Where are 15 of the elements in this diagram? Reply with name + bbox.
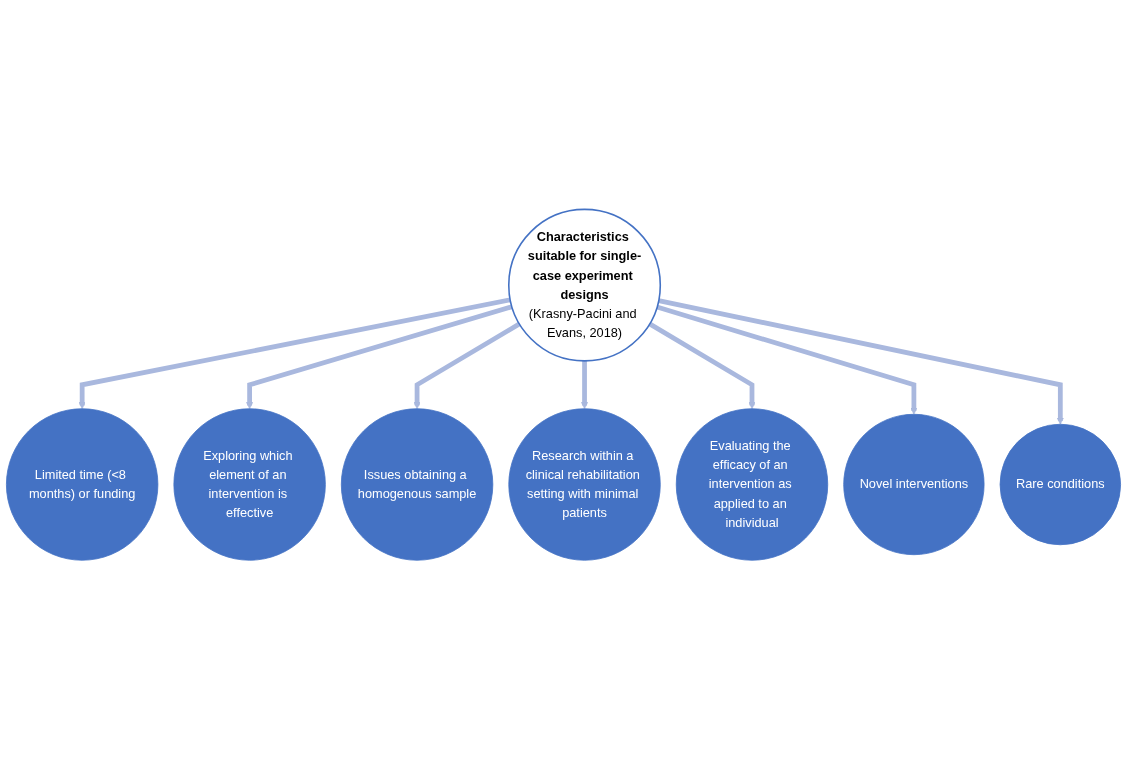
arrow <box>658 298 1064 425</box>
arrow <box>413 321 521 409</box>
node-circle: Research within a clinical rehabilitation setting with minimal patients <box>508 408 661 561</box>
node-circle: Novel interventions <box>843 413 985 555</box>
node-circle: Evaluating the efficacy of an intervention as applied to an individual <box>675 408 829 561</box>
node-circle: Rare conditions <box>999 423 1121 545</box>
node-circle: Exploring which element of an intervention is effective <box>173 408 326 561</box>
node-circle: Issues obtaining a homogenous sample <box>340 408 494 561</box>
node-circle: Characteristics suitable for single-case experiment designs (Krasny-Pacini and Evans, 2018) <box>508 208 662 362</box>
node-circle: Limited time (<8 months) or funding <box>6 408 159 561</box>
arrow <box>648 321 756 409</box>
arrow <box>656 304 918 415</box>
arrow <box>78 297 511 409</box>
arrow <box>246 304 513 409</box>
arrow <box>581 360 589 409</box>
